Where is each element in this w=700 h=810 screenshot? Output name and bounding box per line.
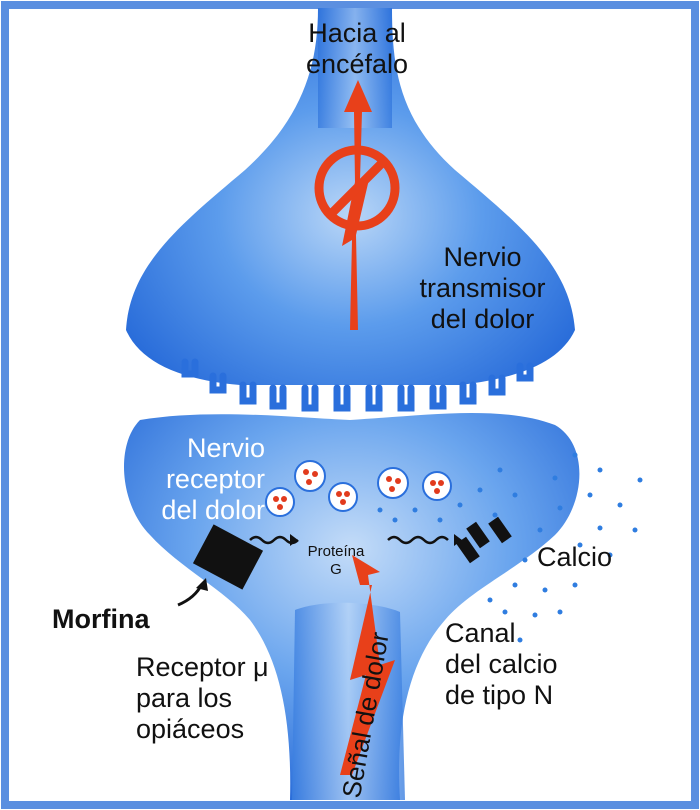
calcium-label: Calcio [537, 542, 613, 572]
channel-squiggle [387, 535, 449, 545]
morphine-block [192, 524, 264, 590]
upward-signal-arrow [342, 80, 372, 330]
g-protein-label: Proteína G [296, 543, 376, 579]
synaptic-knobs [181, 358, 534, 412]
pain-signal-arrow [340, 555, 395, 775]
calcium-channel-icon [456, 516, 512, 564]
transmitter-nerve-line2: transmisor [419, 273, 546, 303]
mu-receptor-line2: para los [136, 683, 233, 713]
transmitter-nerve-line3: del dolor [430, 304, 535, 334]
prohibition-icon [314, 145, 400, 231]
vesicle-icon [265, 460, 452, 517]
g-protein-line2: G [330, 561, 342, 578]
receptor-nerve-label: Nervio receptor del dolor [120, 433, 265, 526]
to-brain-line1: Hacia al [308, 18, 406, 48]
to-brain-label: Hacia al encéfalo [282, 18, 432, 80]
mu-receptor-line1: Receptor μ [136, 652, 269, 682]
to-brain-line2: encéfalo [305, 49, 409, 79]
g-protein-line1: Proteína [307, 543, 365, 560]
receptor-nerve-line3: del dolor [161, 495, 265, 525]
receptor-squiggle [249, 535, 299, 545]
calcium-dots [377, 452, 643, 643]
mu-receptor-label: Receptor μ para los opiáceos [136, 652, 269, 745]
transmitter-nerve-label: Nervio transmisor del dolor [400, 242, 565, 335]
transmitter-nerve-line1: Nervio [443, 242, 522, 272]
calcium-channel-label: Canal del calcio de tipo N [445, 618, 558, 711]
calcium-channel-line2: del calcio [445, 649, 558, 679]
receptor-nerve-line2: receptor [165, 464, 265, 494]
morphine-label: Morfina [52, 604, 150, 634]
calcium-channel-line1: Canal [445, 618, 516, 648]
receptor-nerve-line1: Nervio [186, 433, 265, 463]
calcium-channel-line3: de tipo N [445, 680, 554, 710]
mu-receptor-line3: opiáceos [136, 714, 245, 744]
